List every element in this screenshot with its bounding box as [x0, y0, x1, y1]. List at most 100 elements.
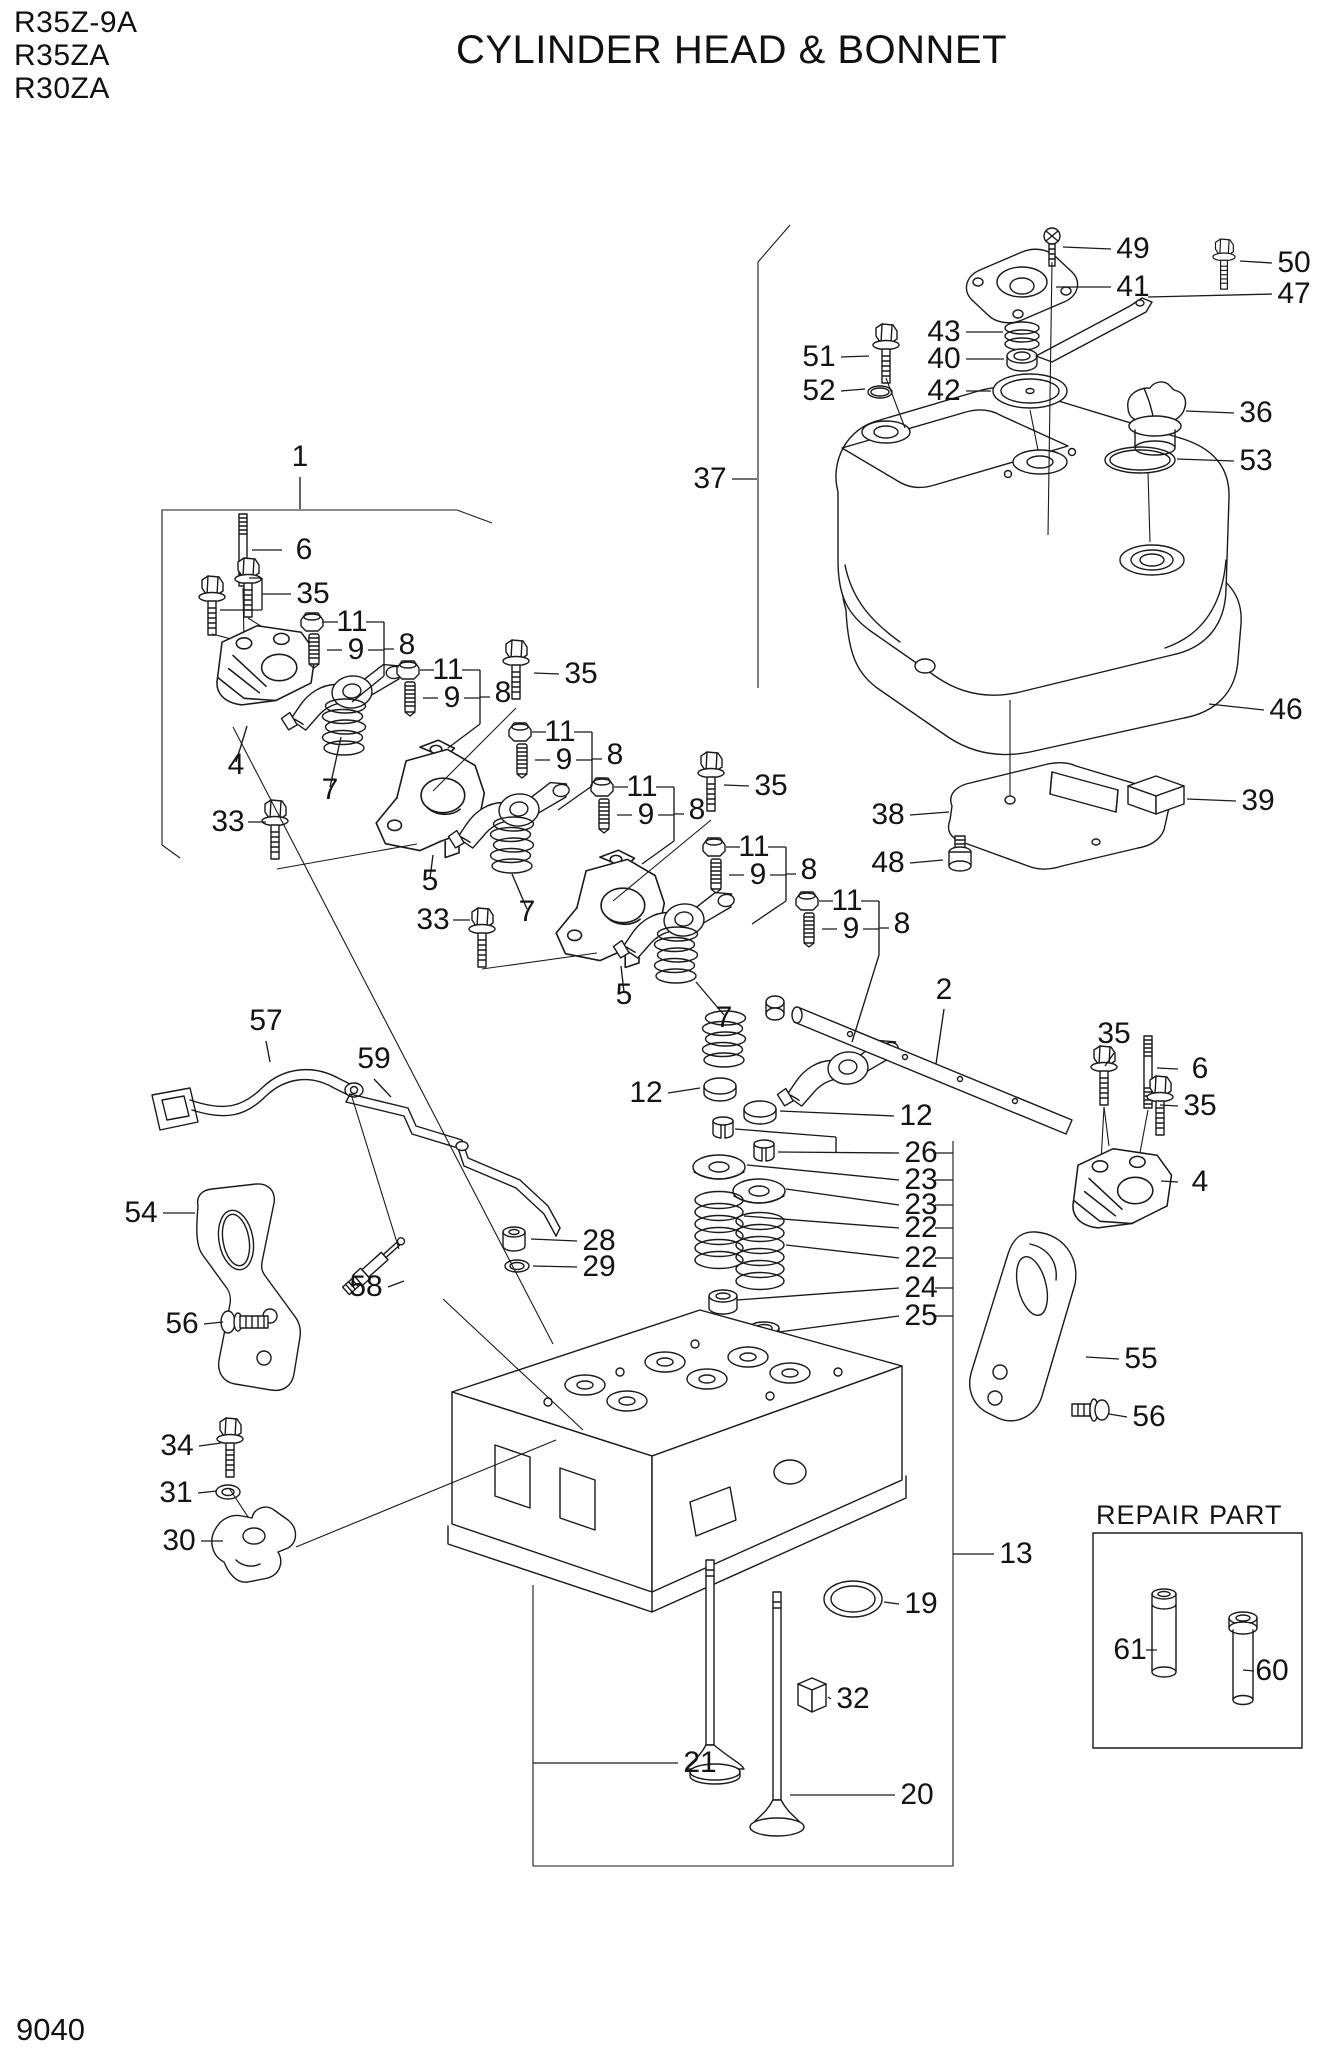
callout-50: 50 — [1277, 246, 1310, 279]
callout-9: 9 — [444, 681, 461, 714]
callout-23: 23 — [904, 1188, 937, 1221]
eye-bolt — [1071, 1398, 1110, 1422]
flange-bolt — [234, 557, 262, 618]
valve-cover — [835, 386, 1230, 696]
group-frames — [161, 224, 1151, 1867]
callout-35: 35 — [754, 769, 787, 802]
plate-bolt — [948, 835, 972, 872]
rocker-shaft — [765, 995, 1073, 1135]
callout-35: 35 — [1183, 1089, 1216, 1122]
harness-bracket — [196, 1183, 302, 1392]
breather-diaphragm — [992, 373, 1068, 409]
callout-9: 9 — [556, 743, 573, 776]
repair-part-title: REPAIR PART — [1096, 1500, 1283, 1530]
o-ring-small — [867, 385, 893, 399]
callout-9: 9 — [843, 912, 860, 945]
exhaust-valve — [749, 1591, 805, 1837]
callout-32: 32 — [836, 1682, 869, 1715]
callout-7: 7 — [322, 773, 339, 806]
callout-8: 8 — [801, 853, 818, 886]
callout-11: 11 — [432, 653, 463, 686]
callout-41: 41 — [1116, 270, 1149, 303]
callout-34: 34 — [160, 1429, 193, 1462]
spring-seat — [708, 1289, 738, 1315]
cylinder-head — [447, 1309, 907, 1618]
valve-stem-seal — [502, 1226, 530, 1273]
callout-8: 8 — [399, 628, 416, 661]
seal-block — [797, 1677, 827, 1713]
repair-part-box — [1092, 1532, 1303, 1749]
callout-8: 8 — [495, 676, 512, 709]
callout-8: 8 — [607, 738, 624, 771]
callout-2: 2 — [936, 973, 953, 1006]
seal-strip — [1035, 297, 1153, 363]
page-title: CYLINDER HEAD & BONNET — [455, 28, 1008, 72]
callout-40: 40 — [927, 342, 960, 375]
callout-6: 6 — [1192, 1052, 1209, 1085]
callout-35: 35 — [296, 577, 329, 610]
rocker-bracket-end — [216, 624, 317, 706]
callout-6: 6 — [296, 533, 313, 566]
glow-plug-busbar — [345, 1093, 561, 1237]
callout-42: 42 — [927, 374, 960, 407]
glow-plug-wire — [151, 1068, 364, 1131]
tappet-cover — [965, 248, 1079, 324]
leader-lines — [163, 246, 1273, 1796]
model-list: R35Z-9A R35ZA R30ZA — [14, 6, 138, 105]
callout-52: 52 — [802, 374, 835, 407]
model-code: R35Z-9A — [14, 6, 138, 39]
callout-29: 29 — [582, 1250, 615, 1283]
callout-37: 37 — [693, 462, 726, 495]
callout-9: 9 — [348, 633, 365, 666]
callout-35: 35 — [564, 657, 597, 690]
callout-11: 11 — [544, 715, 575, 748]
callout-35: 35 — [1097, 1017, 1130, 1050]
rocker-bracket-end — [1072, 1147, 1173, 1229]
callout-23: 23 — [904, 1163, 937, 1196]
callout-1: 1 — [292, 440, 309, 473]
callout-56: 56 — [1132, 1400, 1165, 1433]
breather-screw — [1043, 227, 1061, 267]
callout-26: 26 — [904, 1136, 937, 1169]
callout-21: 21 — [683, 1746, 716, 1779]
nut-screw-sets — [300, 612, 819, 948]
model-code: R30ZA — [14, 72, 110, 105]
callout-7: 7 — [519, 895, 536, 928]
callout-19: 19 — [904, 1587, 937, 1620]
callout-51: 51 — [802, 340, 835, 373]
callout-31: 31 — [159, 1476, 192, 1509]
callout-39: 39 — [1241, 784, 1274, 817]
callout-8: 8 — [689, 793, 706, 826]
washer — [215, 1484, 241, 1500]
seal-block — [1127, 775, 1185, 815]
callout-22: 22 — [904, 1241, 937, 1274]
callout-11: 11 — [738, 830, 769, 863]
callout-47: 47 — [1277, 277, 1310, 310]
callouts: 49 50 41 47 43 40 51 52 42 36 53 37 46 1… — [124, 232, 1310, 1811]
callout-13: 13 — [999, 1537, 1032, 1570]
rocker-bracket-center — [555, 849, 666, 969]
callout-22: 22 — [904, 1211, 937, 1244]
callout-11: 11 — [831, 884, 862, 917]
callout-5: 5 — [616, 978, 633, 1011]
callout-53: 53 — [1239, 444, 1272, 477]
model-code: R35ZA — [14, 39, 110, 72]
callout-55: 55 — [1124, 1342, 1157, 1375]
callout-25: 25 — [904, 1299, 937, 1332]
glow-plug — [341, 1237, 406, 1296]
callout-59: 59 — [357, 1042, 390, 1075]
callout-5: 5 — [422, 864, 439, 897]
callout-58: 58 — [349, 1270, 382, 1303]
callout-11: 11 — [336, 605, 367, 638]
callout-24: 24 — [904, 1271, 937, 1304]
strip-bolt — [1212, 238, 1236, 290]
lifting-eye — [969, 1231, 1077, 1422]
callout-12: 12 — [629, 1076, 662, 1109]
callout-49: 49 — [1116, 232, 1149, 265]
callout-7: 7 — [716, 1001, 733, 1034]
callout-9: 9 — [638, 798, 655, 831]
bracket-bolt — [220, 1310, 269, 1334]
breather-bushing — [1006, 348, 1038, 372]
callout-57: 57 — [249, 1004, 282, 1037]
